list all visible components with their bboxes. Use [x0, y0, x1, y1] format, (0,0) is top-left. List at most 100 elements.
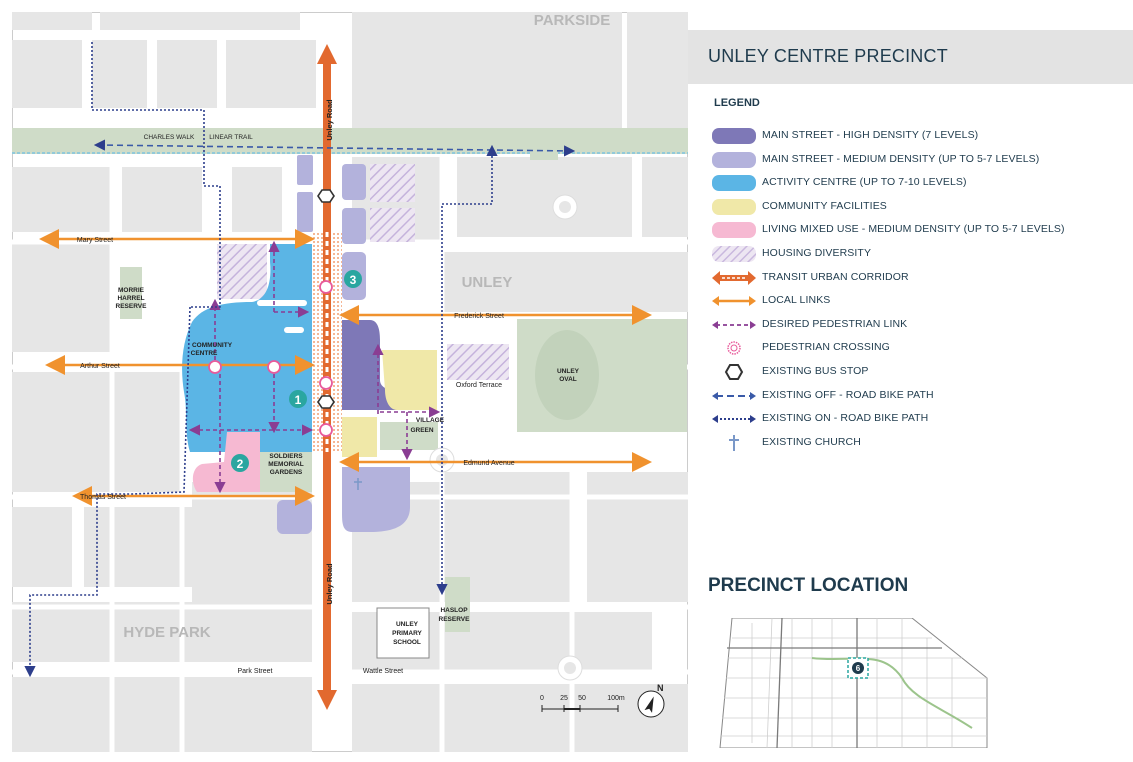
legend-item-community-facilities: COMMUNITY FACILITIES — [712, 196, 1112, 216]
unley-road-label-south: Unley Road — [325, 563, 334, 605]
unley-road-label-north: Unley Road — [325, 99, 334, 141]
transit-corridor-arrow-swatch — [712, 270, 756, 285]
legend-label: EXISTING CHURCH — [762, 435, 861, 448]
legend-label: PEDESTRIAN CROSSING — [762, 341, 890, 354]
edmund-avenue-label: Edmund Avenue — [463, 460, 514, 467]
pedestrian-crossing-icon — [727, 341, 741, 356]
morrie-harrel-reserve — [120, 267, 142, 319]
locator-main-roads — [727, 618, 942, 748]
locator-marker-6[interactable] — [852, 662, 864, 674]
pedestrian-crossings — [208, 280, 333, 437]
charles-walk-label: CHARLES WALK — [144, 134, 195, 141]
marker-2[interactable]: 2 — [231, 454, 249, 472]
svg-text:1: 1 — [295, 393, 302, 407]
community-facilities-swatch — [712, 198, 756, 215]
corridor-arrow-north — [317, 44, 337, 64]
legend-label: MAIN STREET - MEDIUM DENSITY (UP TO 5-7 … — [762, 152, 1040, 165]
morrie-harrel-label-1: MORRIE — [118, 287, 145, 294]
marker-3[interactable]: 3 — [344, 270, 362, 288]
activity-centre-zone — [182, 244, 312, 452]
legend-label: EXISTING OFF - ROAD BIKE PATH — [762, 388, 934, 401]
legend-item-pedestrian-crossing-icon: PEDESTRIAN CROSSING — [712, 337, 1112, 357]
wattle-street-label: Wattle Street — [363, 668, 403, 675]
pedestrian-link-arrow-swatch — [712, 320, 756, 329]
svg-text:6: 6 — [856, 664, 861, 673]
precinct-location-title: PRECINCT LOCATION — [708, 575, 909, 596]
bus-stops — [317, 189, 335, 409]
thomas-street-label: Thomas Street — [80, 494, 126, 501]
bus-stop-icon — [724, 364, 744, 380]
primary-school-label-1: UNLEY — [396, 621, 419, 628]
legend-item-main-street-high-density: MAIN STREET - HIGH DENSITY (7 LEVELS) — [712, 125, 1112, 145]
village-green-label-2: GREEN — [410, 427, 433, 434]
off-road-bike-path-swatch — [712, 391, 756, 400]
morrie-harrel-label-3: RESERVE — [116, 303, 148, 310]
small-park — [530, 132, 558, 160]
svg-text:2: 2 — [237, 457, 244, 471]
soldiers-memorial-label-2: MEMORIAL — [268, 461, 303, 468]
local-links — [39, 229, 652, 506]
svg-text:N: N — [657, 683, 664, 693]
unley-oval-label-2: OVAL — [559, 376, 577, 383]
suburb-unley: UNLEY — [462, 274, 513, 291]
legend-item-main-street-medium-density: MAIN STREET - MEDIUM DENSITY (UP TO 5-7 … — [712, 149, 1112, 169]
legend-item-activity-centre: ACTIVITY CENTRE (UP TO 7-10 LEVELS) — [712, 172, 1112, 192]
community-facilities-zones — [342, 350, 437, 457]
legend-label: TRANSIT URBAN CORRIDOR — [762, 270, 909, 283]
precinct-location-map: 6 — [719, 618, 988, 748]
frederick-street-label: Frederick Street — [454, 313, 504, 320]
page-title: UNLEY CENTRE PRECINCT — [708, 46, 948, 66]
main-street-medium-density-zones — [277, 155, 410, 534]
scale-label-50: 50 — [578, 695, 586, 702]
legend-item-living-mixed-use: LIVING MIXED USE - MEDIUM DENSITY (UP TO… — [712, 219, 1112, 239]
legend-label: EXISTING ON - ROAD BIKE PATH — [762, 412, 929, 425]
legend-label: LOCAL LINKS — [762, 294, 831, 307]
housing-diversity-hatch-swatch — [712, 246, 756, 262]
living-mixed-use-zone — [192, 432, 260, 492]
arthur-street-label: Arthur Street — [80, 363, 120, 370]
park-street-label: Park Street — [237, 668, 272, 675]
unley-primary-school — [376, 607, 430, 659]
legend-label: MAIN STREET - HIGH DENSITY (7 LEVELS) — [762, 129, 979, 141]
activity-centre-swatch — [712, 175, 756, 192]
legend-label: EXISTING BUS STOP — [762, 365, 869, 377]
oxford-terrace-label: Oxford Terrace — [456, 382, 502, 389]
legend-item-bus-stop-icon: EXISTING BUS STOP — [712, 361, 1112, 381]
church-icon — [354, 478, 362, 490]
legend-heading: LEGEND — [714, 97, 760, 109]
housing-diversity-areas — [217, 164, 509, 380]
primary-school-label-3: SCHOOL — [393, 639, 421, 646]
marker-1[interactable]: 1 — [289, 390, 307, 408]
on-road-bike-path-swatch — [712, 415, 756, 424]
soldiers-memorial-label-1: SOLDIERS — [269, 453, 303, 460]
legend-label: ACTIVITY CENTRE (UP TO 7-10 LEVELS) — [762, 176, 967, 189]
primary-school-label-2: PRIMARY — [392, 630, 422, 637]
legend-label: COMMUNITY FACILITIES — [762, 199, 887, 212]
local-links-arrow-swatch — [712, 296, 756, 307]
suburb-hyde-park: HYDE PARK — [123, 624, 210, 641]
main-street-high-density-swatch — [712, 128, 756, 144]
haslop-reserve — [445, 577, 470, 632]
soldiers-memorial-label-3: GARDENS — [270, 469, 303, 476]
page-title-bar: UNLEY CENTRE PRECINCT — [688, 30, 1133, 84]
morrie-harrel-label-2: HARREL — [117, 295, 144, 302]
linear-trail-green — [12, 128, 688, 154]
village-green — [380, 422, 438, 450]
church-icon — [729, 434, 739, 451]
village-green-label-1: VILLAGE — [416, 417, 445, 424]
legend-item-local-links-arrow: LOCAL LINKS — [712, 290, 1112, 310]
legend-label: DESIRED PEDESTRIAN LINK — [762, 317, 908, 330]
mary-street-label: Mary Street — [77, 237, 113, 244]
legend-label: LIVING MIXED USE - MEDIUM DENSITY (UP TO… — [762, 223, 1065, 236]
precinct-map: 1 2 3 PARKSIDE UNLEY HYDE PARK Unley Roa… — [12, 12, 688, 752]
legend-item-housing-diversity-hatch: HOUSING DIVERSITY — [712, 243, 1112, 263]
legend-item-pedestrian-link-arrow: DESIRED PEDESTRIAN LINK — [712, 314, 1112, 334]
legend-item-off-road-bike-path: EXISTING OFF - ROAD BIKE PATH — [712, 385, 1112, 405]
north-arrow-icon: N — [637, 683, 665, 718]
linear-trail-label: LINEAR TRAIL — [209, 134, 253, 141]
living-mixed-use-swatch — [712, 222, 756, 239]
corridor-arrow-south — [317, 690, 337, 710]
legend-label: HOUSING DIVERSITY — [762, 247, 872, 259]
scale-bar: 0 25 50 100m — [540, 695, 625, 712]
haslop-reserve-label-2: RESERVE — [439, 616, 471, 623]
